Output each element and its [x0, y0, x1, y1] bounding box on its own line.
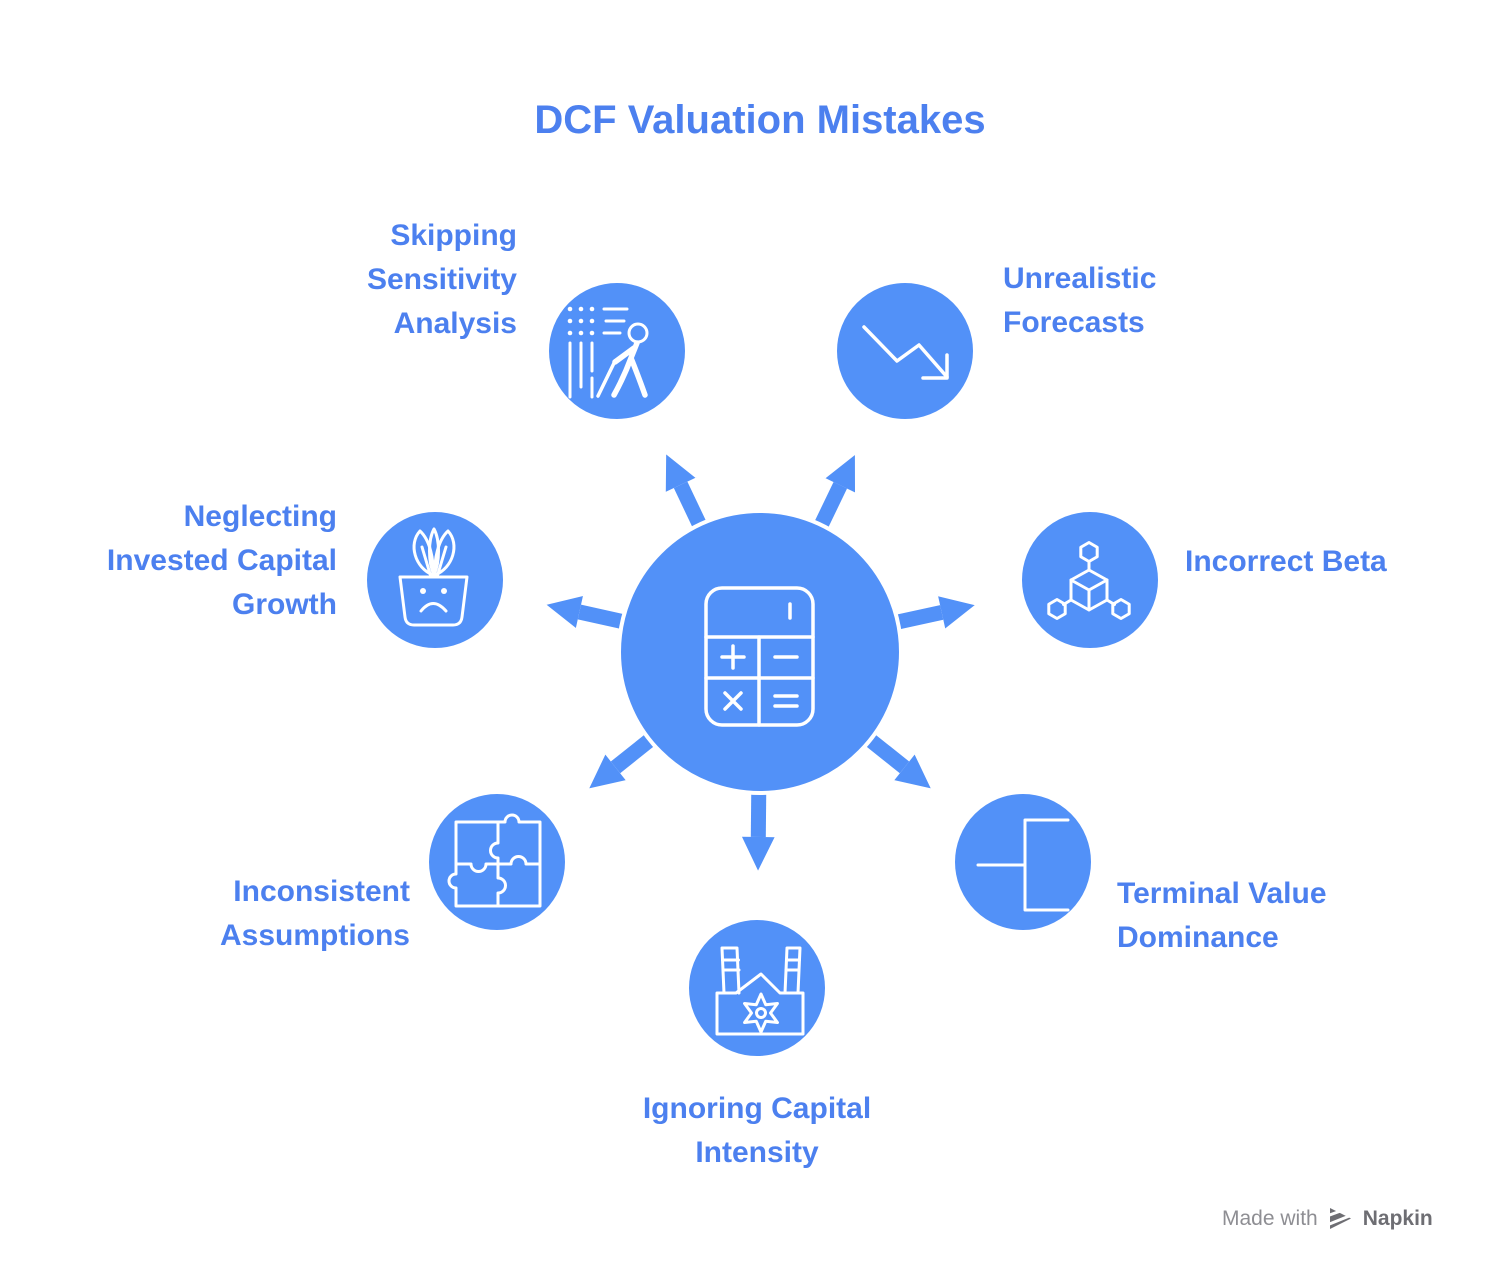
node-neglecting-growth	[363, 508, 507, 652]
label-neglecting-growth: Neglecting Invested Capital Growth	[106, 500, 337, 621]
watermark-made-with: Made with	[1222, 1206, 1318, 1230]
node-inconsistent-assumptions	[425, 790, 569, 934]
label-unrealistic-forecasts: Unrealistic Forecasts	[1003, 262, 1157, 339]
watermark: Made with Napkin	[1222, 1205, 1433, 1232]
label-inconsistent-assumptions: Inconsistent Assumptions	[219, 875, 410, 952]
center-hub	[617, 509, 903, 795]
calculator-icon	[704, 586, 815, 727]
walking-person-chart-icon	[567, 306, 649, 399]
node-unrealistic-forecasts	[833, 279, 977, 423]
node-incorrect-beta	[1018, 508, 1162, 652]
page-title: DCF Valuation Mistakes	[534, 98, 986, 142]
label-terminal-value: Terminal Value Dominance	[1117, 877, 1327, 954]
node-terminal-value	[951, 790, 1095, 934]
puzzle-pieces-icon	[447, 813, 542, 908]
napkin-logo-icon	[1326, 1206, 1354, 1229]
label-ignoring-capital: Ignoring Capital Intensity	[642, 1092, 872, 1169]
label-skipping-sensitivity: Skipping Sensitivity Analysis	[366, 219, 517, 340]
watermark-brand: Napkin	[1362, 1206, 1433, 1230]
factory-gear-icon	[715, 946, 805, 1036]
sad-plant-icon	[398, 527, 469, 627]
terminal-bracket-icon	[976, 818, 1070, 912]
node-skipping-sensitivity	[545, 279, 689, 423]
downtrend-arrow-icon	[862, 325, 949, 380]
label-incorrect-beta: Incorrect Beta	[1185, 545, 1387, 578]
node-ignoring-capital	[685, 916, 829, 1060]
molecule-cube-icon	[1047, 541, 1131, 620]
